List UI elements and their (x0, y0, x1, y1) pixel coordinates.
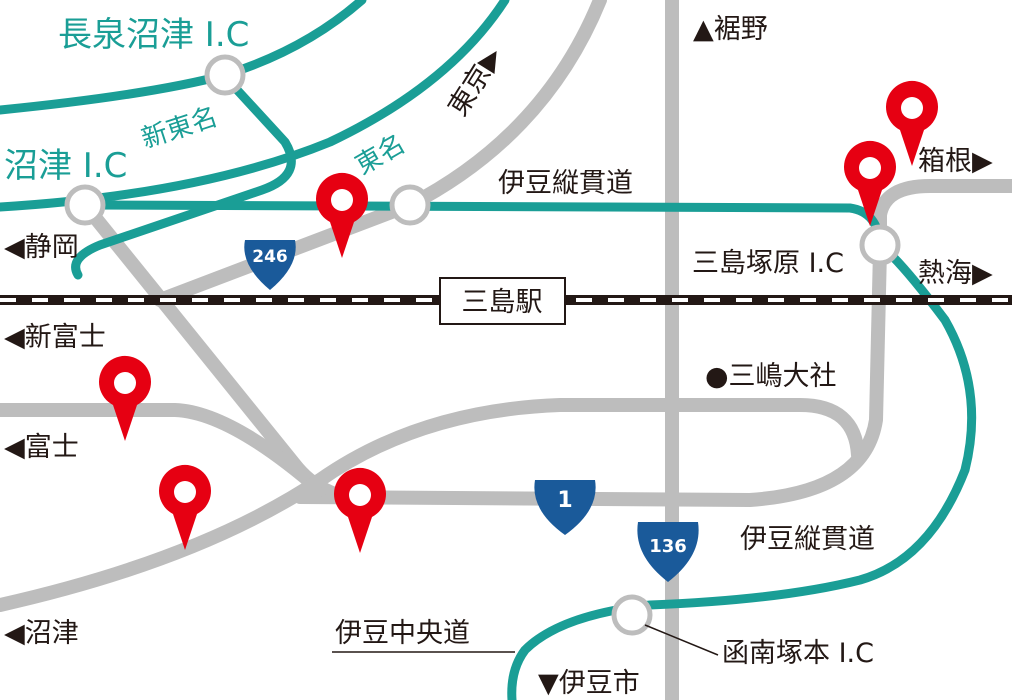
road-route-1 (293, 243, 887, 507)
map-labels: 長泉沼津 I.C 新東名 沼津 I.C 東名 東京▶ ▲裾野 箱根▶ 熱海▶ 三… (4, 14, 993, 699)
label-izu-jukan-top: 伊豆縦貫道 (498, 168, 633, 199)
label-izu-chuo: 伊豆中央道 (335, 618, 470, 649)
label-numazu: ◀沼津 (4, 618, 79, 649)
label-nagaizumi-ic: 長泉沼津 I.C (58, 15, 249, 55)
nagaizumi-ic-marker (204, 54, 246, 96)
mishima-tsukahara-ic-marker (859, 224, 901, 266)
route-136-shield: 136 (637, 522, 699, 582)
road-246 (153, 0, 607, 307)
izu-jukan-road (80, 200, 977, 700)
road-lower-diagonal (0, 398, 865, 612)
connector-road (71, 75, 296, 280)
label-kannami-ic: 函南塚本 I.C (722, 638, 874, 669)
pin-icon[interactable] (316, 172, 368, 258)
expressways (0, 0, 977, 700)
label-shin-fuji: ◀新富士 (4, 322, 106, 353)
tomei-ic-marker (389, 184, 431, 226)
road-fuji (0, 403, 327, 497)
numazu-ic-marker (64, 184, 106, 226)
location-pins (99, 80, 938, 553)
label-tokyo: 東京▶ (443, 42, 509, 122)
pin-icon[interactable] (159, 464, 211, 550)
tomei-road (0, 0, 510, 212)
label-mishima-taisha: ●三嶋大社 (705, 361, 837, 392)
label-tomei: 東名 (351, 129, 411, 181)
station-label: 三島駅 (439, 277, 566, 325)
label-hakone: 箱根▶ (918, 146, 993, 177)
label-izu-city: ▼伊豆市 (538, 668, 640, 699)
kannami-ic-marker (611, 594, 653, 636)
interchanges (64, 54, 901, 636)
label-shizuoka: ◀静岡 (4, 232, 79, 263)
pin-icon[interactable] (334, 467, 386, 553)
shield-1-text: 1 (557, 488, 572, 513)
shield-246-text: 246 (252, 247, 288, 267)
label-fuji: ◀富士 (4, 432, 79, 463)
label-mishima-tsukahara-ic: 三島塚原 I.C (692, 248, 844, 279)
pin-icon[interactable] (844, 140, 896, 226)
route-1-shield: 1 (534, 480, 596, 535)
road-diagonal-numazu (78, 198, 372, 507)
kannami-leader-line (644, 624, 719, 656)
label-numazu-ic: 沼津 I.C (4, 146, 127, 186)
label-izu-jukan-bottom: 伊豆縦貫道 (740, 524, 875, 555)
route-246-shield: 246 (244, 240, 296, 290)
pin-icon[interactable] (886, 80, 938, 166)
pin-icon[interactable] (99, 355, 151, 441)
label-shin-tomei: 新東名 (138, 102, 221, 155)
label-atami: 熱海▶ (918, 258, 993, 289)
label-susono: ▲裾野 (693, 14, 768, 45)
shield-136-text: 136 (649, 536, 687, 557)
station-name: 三島駅 (462, 287, 543, 318)
road-hakone (873, 179, 1012, 257)
